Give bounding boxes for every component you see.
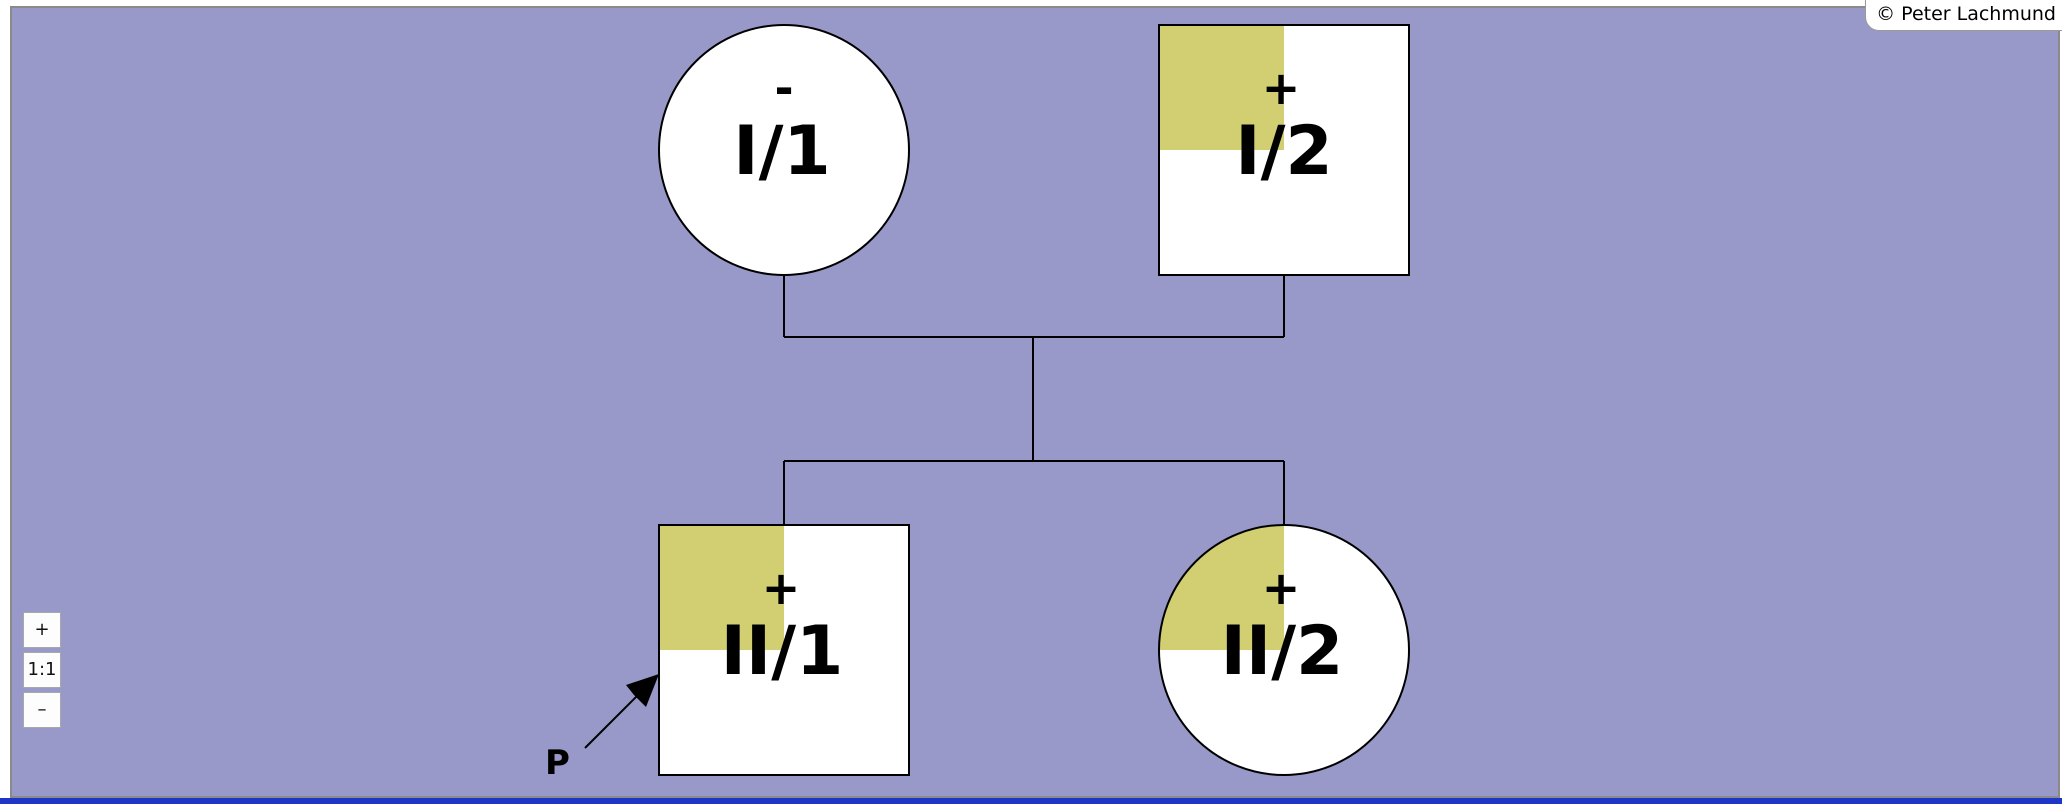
affected-quadrant [1159,25,1284,150]
carrier-sign: + [1262,61,1301,115]
carrier-sign: + [1262,561,1301,615]
bottom-accent-bar [0,798,2062,804]
male-symbol-outline [658,524,910,776]
female-symbol [658,24,910,276]
zoom-out-button[interactable]: – [23,692,61,728]
individual-id: II/2 [1221,612,1344,691]
individual-II-1[interactable]: + II/1 [658,524,910,776]
individual-I-2[interactable]: + I/2 [1158,24,1410,276]
zoom-in-button[interactable]: + [23,612,61,648]
individual-id: I/1 [733,112,830,191]
copyright-tag: © Peter Lachmund [1865,0,2062,31]
pedigree-canvas [10,6,2060,798]
affected-quadrant [659,525,784,650]
carrier-sign: - [774,61,793,115]
zoom-reset-button[interactable]: 1:1 [23,652,61,688]
proband-arrow-shaft [584,692,641,749]
female-symbol-outline [1158,524,1410,776]
proband-label: P [545,743,570,783]
individual-I-1[interactable]: - I/1 [658,24,910,276]
male-symbol-outline [1158,24,1410,276]
proband-arrow-head [626,674,659,707]
carrier-sign: + [762,561,801,615]
proband-marker: P [545,674,659,783]
individual-II-2[interactable]: + II/2 [1158,524,1410,776]
individual-id: I/2 [1235,112,1332,191]
individual-id: II/1 [721,612,844,691]
pedigree-lines [783,275,1285,525]
